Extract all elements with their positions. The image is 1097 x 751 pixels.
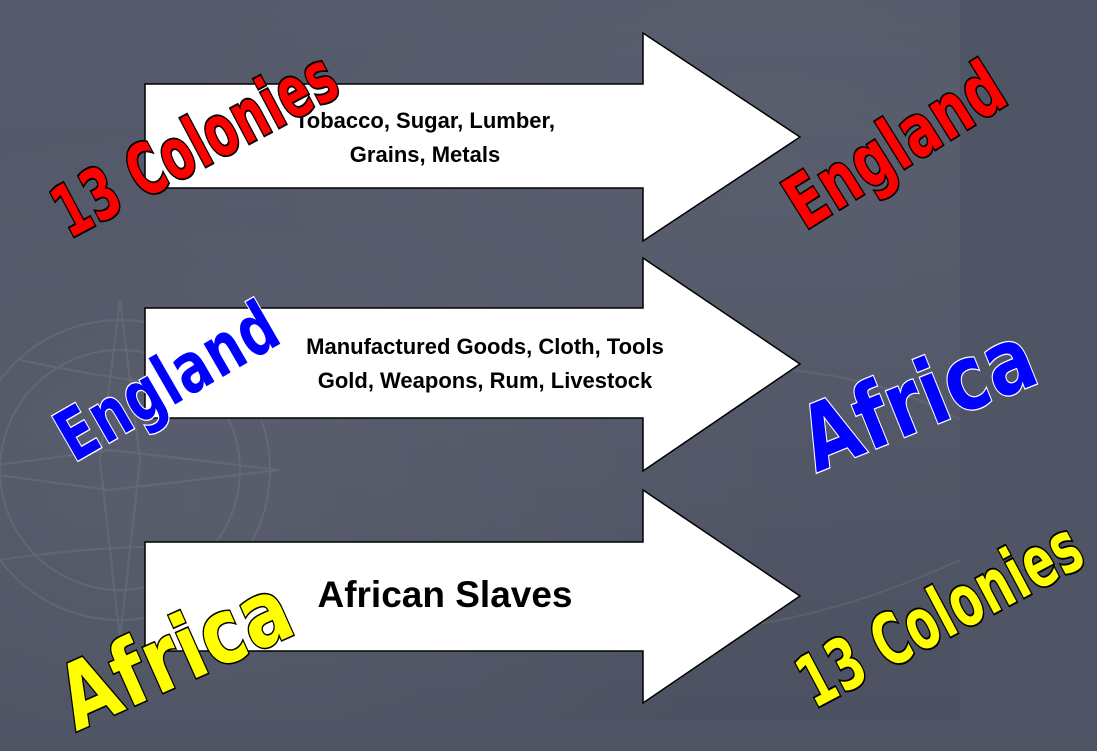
arrow-england-to-africa — [144, 256, 802, 473]
route-2-goods-line1: Manufactured Goods, Cloth, Tools — [306, 334, 664, 359]
trade-arrows — [144, 31, 802, 705]
route-2-goods: Manufactured Goods, Cloth, Tools Gold, W… — [145, 318, 825, 410]
route-3-goods-line1: African Slaves — [317, 574, 573, 615]
route-1-goods-line2: Grains, Metals — [349, 141, 501, 167]
arrow-colonies-to-england — [144, 31, 802, 243]
route-3-goods: African Slaves — [145, 545, 745, 645]
route-2-goods-line2: Gold, Weapons, Rum, Livestock — [317, 368, 653, 393]
route-1-goods-line1: Tobacco, Sugar, Lumber, — [295, 107, 555, 133]
arrow-africa-to-colonies — [144, 488, 802, 705]
route-1-goods: Tobacco, Sugar, Lumber, Grains, Metals — [145, 95, 705, 180]
